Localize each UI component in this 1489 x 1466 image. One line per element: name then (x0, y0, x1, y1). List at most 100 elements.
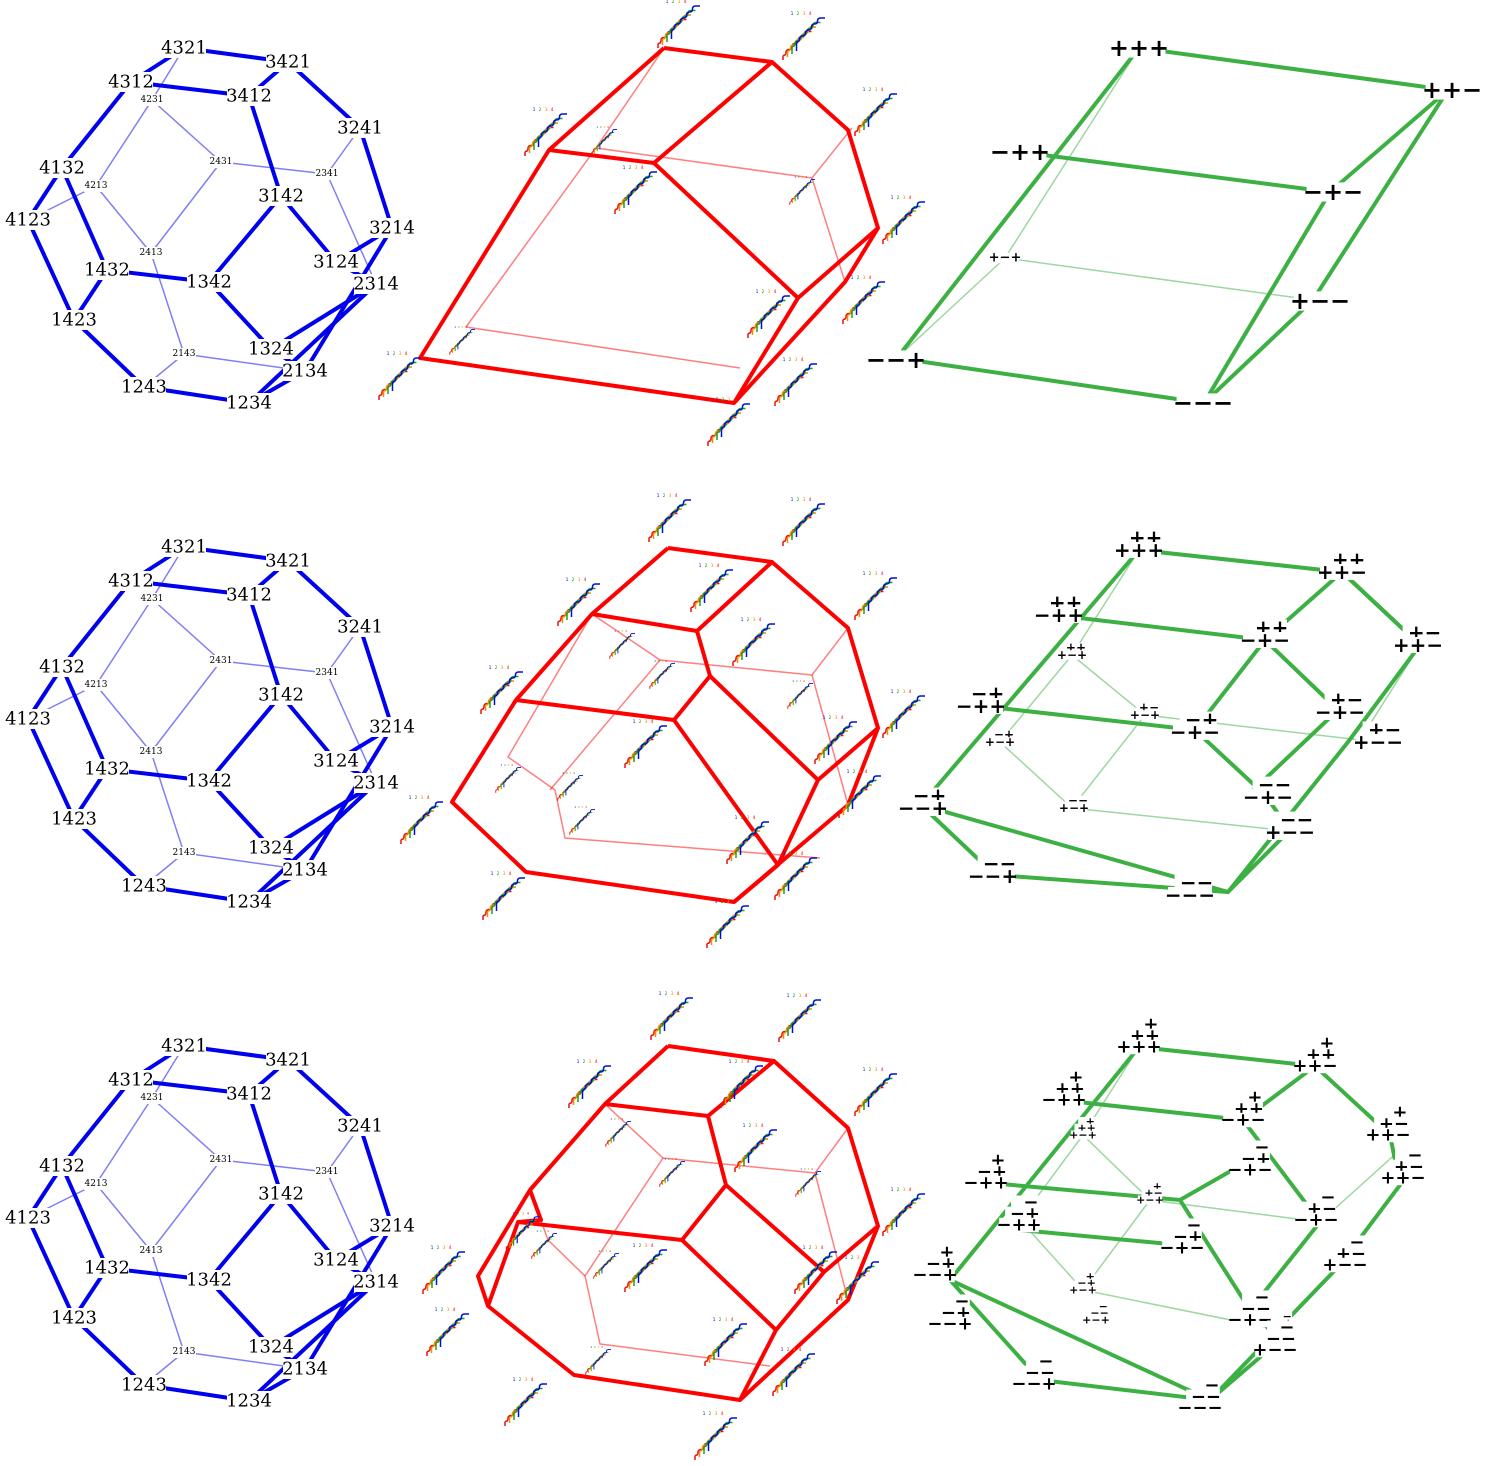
sign-line-bottom: +−+ (989, 251, 1022, 266)
front-edge (518, 1116, 726, 1240)
strand-label: 4 (625, 629, 627, 633)
cube-vertex-back: +−++−+ (1069, 1270, 1097, 1297)
strand-label: 2 (762, 289, 765, 295)
vertex-pipe-dream: 1234 (625, 719, 667, 768)
strand-label: 4 (753, 815, 756, 821)
vertex-label: 1324 (248, 1337, 294, 1358)
sign-line-bottom: ++− (1365, 1125, 1410, 1146)
strand-label: 2 (495, 665, 498, 671)
strand-label: 2 (629, 165, 632, 171)
strand-label: 3 (755, 1123, 758, 1129)
vertex-pipe-dream: 1234 (586, 1345, 611, 1375)
strand-label: 2 (749, 1123, 752, 1129)
front-edge (209, 1194, 281, 1280)
vertex-label: 4132 (39, 657, 85, 678)
strand-label: 2 (897, 1187, 900, 1193)
strand-label: 4 (465, 325, 467, 329)
back-edge (152, 100, 221, 162)
strand-label: 2 (721, 899, 724, 905)
strand-label: 1 (454, 325, 456, 329)
strand-label: 2 (787, 1347, 790, 1353)
back-edge (897, 258, 1005, 358)
back-edge (812, 178, 845, 282)
vertex-label: 4321 (161, 1036, 207, 1057)
strand-label: 1 (513, 1377, 516, 1383)
strand-label: 3 (622, 629, 624, 633)
strand-label: 2 (497, 871, 500, 877)
strand-label: 4 (909, 689, 912, 695)
vertex-label: 1324 (248, 838, 294, 859)
sign-line-bottom: −++ (996, 1215, 1041, 1236)
strand-label: 4 (869, 275, 872, 281)
vertex-pipe-dream: 1234 (855, 87, 897, 136)
strand-label: 4 (809, 497, 812, 503)
cube-vertex: −−−−−− (1177, 1375, 1222, 1418)
sign-line-bottom: −+− (1220, 1110, 1265, 1131)
strand-label: 1 (863, 571, 866, 577)
vertex-label: 3412 (226, 1084, 272, 1105)
vertex-label: 4321 (161, 537, 207, 558)
strand-label: 3 (835, 715, 838, 721)
strand-label: 1 (596, 125, 598, 129)
vertex-label: 3142 (258, 186, 304, 207)
vertex-label-back: 4213 (85, 1179, 108, 1189)
sign-line-bottom: −++ (1034, 603, 1084, 627)
associahedron-row-1 (420, 48, 878, 403)
strand-label: 1 (891, 195, 894, 201)
back-edge (151, 162, 221, 253)
strand-label: 2 (639, 719, 642, 725)
strand-label: 1 (703, 1411, 706, 1417)
strand-label: 1 (791, 497, 794, 503)
vertex-label: 3124 (313, 751, 359, 772)
strand-label: 2 (853, 769, 856, 775)
strand-label: 4 (621, 1117, 623, 1121)
strand-label: 2 (600, 125, 602, 129)
vertex-label: 3241 (337, 118, 383, 139)
sign-line-bottom: +−− (1252, 1340, 1297, 1361)
sign-line-bottom: −+− (1240, 628, 1290, 652)
vertex-label: 3412 (226, 86, 272, 107)
vertex-label: 1432 (84, 759, 130, 780)
back-edge (1005, 48, 1313, 300)
vertex-label-back: 2341 (316, 1167, 339, 1177)
vertex-pipe-dream: 1234 (855, 571, 897, 620)
strand-label: 4 (811, 1167, 813, 1171)
sign-line-bottom: +++ (1116, 1037, 1161, 1058)
strand-label: 3 (462, 325, 464, 329)
strand-label: 3 (671, 991, 674, 997)
strand-label: 3 (570, 771, 572, 775)
strand-label: 3 (503, 871, 506, 877)
sign-line-bottom: +−+ (985, 735, 1015, 749)
strand-label: 1 (863, 1067, 866, 1073)
strand-label: 1 (500, 763, 502, 767)
strand-label: 4 (761, 1123, 764, 1129)
front-edge (452, 548, 878, 902)
front-edge (62, 82, 131, 168)
front-edge (674, 720, 778, 865)
strand-label: 3 (903, 195, 906, 201)
strand-label: 3 (875, 87, 878, 93)
vertex-label: 3421 (265, 52, 311, 73)
strand-label: 4 (865, 769, 868, 775)
front-edge (726, 1185, 824, 1272)
strand-label: 1 (787, 993, 790, 999)
sign-line-bottom: ++− (1422, 76, 1482, 104)
back-edge (152, 1098, 221, 1160)
strand-label: 4 (427, 795, 430, 801)
strand-label: 2 (658, 659, 660, 663)
front-edge (1055, 572, 1342, 640)
vertex-label-back: 2431 (210, 1155, 233, 1165)
cube-vertex: −+−+−− (1322, 1232, 1367, 1275)
vertex-label: 4132 (39, 158, 85, 179)
vertex-label: 1342 (186, 1270, 232, 1291)
strand-label: 1 (823, 715, 826, 721)
strand-label: 1 (623, 165, 626, 171)
strand-label: 4 (677, 991, 680, 997)
front-edge (420, 48, 878, 403)
strand-label: 2 (705, 563, 708, 569)
vertex-label-back: 4213 (85, 181, 108, 191)
vertex-label: 4123 (5, 210, 51, 231)
strand-label: 1 (657, 493, 660, 499)
